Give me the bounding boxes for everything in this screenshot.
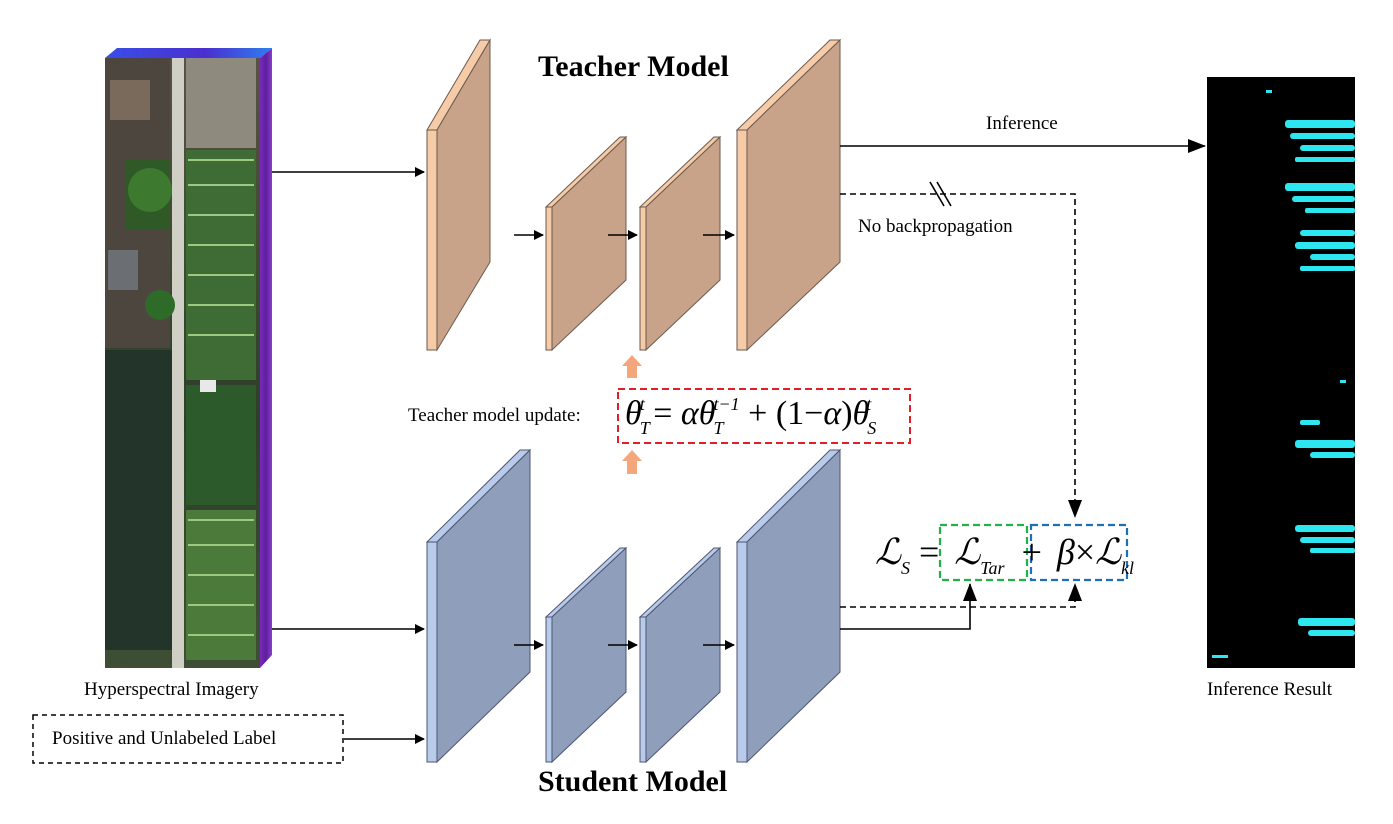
no-backprop-arrow <box>840 193 1082 518</box>
student-model-title: Student Model <box>538 765 728 798</box>
student-to-tar-arrow <box>840 583 977 630</box>
kl-loss-box <box>1029 523 1129 582</box>
hyperspectral-cube <box>105 48 272 668</box>
tar-loss-box <box>938 523 1029 582</box>
update-formula-box <box>617 388 911 444</box>
teacher-block-3 <box>638 135 722 352</box>
loss-formula: ℒS = ℒTar + β×ℒkl <box>875 532 1135 578</box>
teacher-block-2 <box>544 135 628 352</box>
student-block-3 <box>638 546 722 764</box>
student-to-kl-arrow <box>840 583 1082 608</box>
teacher-block-1 <box>426 38 491 352</box>
teacher-block-4 <box>735 38 842 352</box>
teacher-model-blocks <box>426 38 842 352</box>
pu-label-text: Positive and Unlabeled Label <box>52 728 277 749</box>
student-model-blocks <box>425 448 842 764</box>
inference-result-image <box>1207 77 1355 668</box>
teacher-model-title: Teacher Model <box>538 50 729 83</box>
update-label: Teacher model update: <box>408 405 581 426</box>
flow-arrows <box>272 139 1206 744</box>
inference-result-label: Inference Result <box>1207 679 1333 700</box>
hyperspectral-label: Hyperspectral Imagery <box>84 679 259 700</box>
no-backprop-label: No backpropagation <box>858 216 1013 237</box>
pu-label-box <box>32 714 344 764</box>
student-block-2 <box>544 546 628 764</box>
update-arrows <box>622 355 642 474</box>
student-block-4 <box>735 448 842 764</box>
inference-label: Inference <box>986 113 1058 134</box>
student-block-1 <box>425 448 532 764</box>
update-formula: θTt = αθTt−1 + (1−α)θSt <box>625 394 877 438</box>
